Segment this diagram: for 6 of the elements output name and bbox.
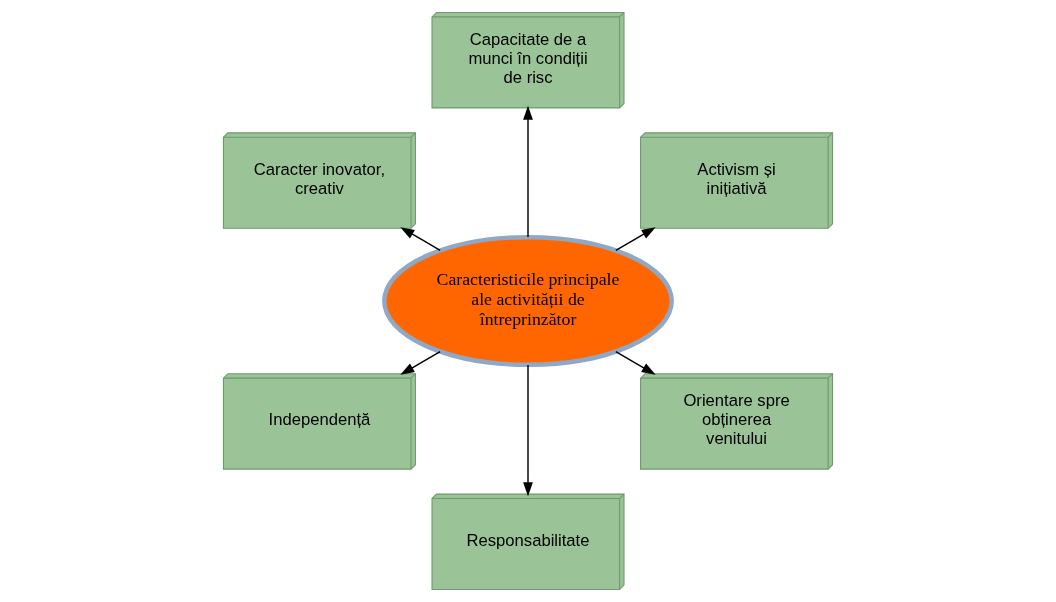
arrow bbox=[400, 227, 441, 251]
arrow bbox=[400, 351, 441, 375]
arrow bbox=[615, 351, 656, 375]
arrow bbox=[523, 105, 533, 238]
arrow bbox=[615, 227, 656, 251]
arrow bbox=[523, 364, 533, 497]
